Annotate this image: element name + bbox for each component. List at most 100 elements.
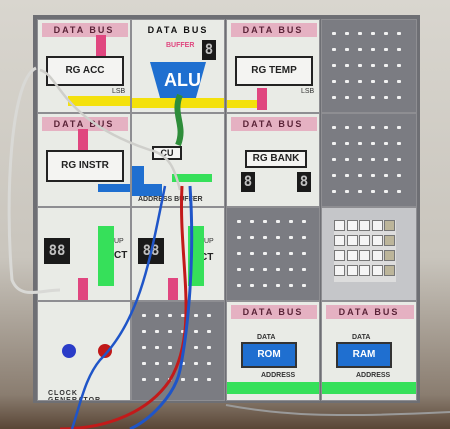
connector-hole (371, 126, 375, 129)
connector-hole (263, 220, 267, 223)
red-push-button[interactable] (98, 344, 112, 358)
keypad-key[interactable] (334, 265, 345, 276)
keypad-key[interactable] (346, 235, 358, 246)
connector-hole (358, 190, 362, 193)
connector-hole (358, 48, 362, 51)
keypad-key[interactable] (346, 220, 358, 231)
connector-hole (263, 252, 267, 255)
keypad-key[interactable] (359, 235, 370, 246)
connector-hole (207, 330, 211, 333)
keypad-key[interactable] (346, 265, 358, 276)
keypad-key[interactable] (371, 220, 383, 231)
connector-hole (332, 80, 336, 83)
connector-hole (332, 158, 336, 161)
data-bus-label: DATA BUS (242, 307, 304, 317)
green-bus (322, 382, 416, 394)
connector-hole (302, 284, 306, 287)
bus-band (42, 23, 128, 37)
connector-hole (168, 330, 172, 333)
keypad-key[interactable] (359, 265, 370, 276)
keypad-key[interactable] (359, 220, 370, 231)
connector-hole (302, 268, 306, 271)
blue-wire[interactable] (129, 185, 194, 429)
keypad-key[interactable] (334, 250, 345, 261)
counter-label: CT (200, 252, 214, 263)
connector-hole (371, 48, 375, 51)
connector-hole (358, 64, 362, 67)
connector-hole (181, 362, 185, 365)
keypad-key[interactable] (384, 220, 395, 231)
connector-hole (397, 142, 401, 145)
connector-hole (384, 190, 388, 193)
connector-hole (345, 80, 349, 83)
connector-hole (181, 378, 185, 381)
connector-hole (371, 158, 375, 161)
keypad-key[interactable] (371, 265, 383, 276)
keypad-key[interactable] (334, 235, 345, 246)
connector-hole (345, 48, 349, 51)
keypad-key[interactable] (371, 235, 383, 246)
connector-hole (168, 362, 172, 365)
grey-wire (225, 404, 450, 417)
keypad-key[interactable] (371, 250, 383, 261)
connector-hole (358, 158, 362, 161)
keypad[interactable] (334, 220, 396, 282)
data-label: DATA (352, 334, 371, 341)
connector-hole (302, 236, 306, 239)
red-wire[interactable] (59, 185, 188, 429)
connector-hole (194, 346, 198, 349)
keypad-key[interactable] (359, 250, 370, 261)
connector-hole (168, 314, 172, 317)
data-bus-label: DATA BUS (242, 119, 304, 129)
address-buffer-label: ADDRESS BUFFER (138, 196, 203, 203)
bus-band (231, 117, 317, 131)
lsb-label: LSB (301, 88, 315, 95)
bus-arrow (78, 129, 88, 151)
green-bus (98, 226, 114, 286)
data-bus-label: DATA BUS (53, 119, 115, 129)
memory-box: RAM (336, 342, 392, 368)
blank-panel (226, 207, 320, 301)
keypad-key[interactable] (346, 250, 358, 261)
cu-label: CU (160, 148, 174, 158)
connector-hole (207, 314, 211, 317)
module-rg-acc: DATA BUS RG ACC LSB (37, 19, 131, 113)
connector-hole (345, 32, 349, 35)
keypad-key[interactable] (334, 220, 345, 231)
memory-box: ROM (241, 342, 297, 368)
connector-hole (181, 314, 185, 317)
green-bus (227, 382, 319, 394)
seven-seg-display: 88 (44, 238, 70, 264)
bus-arrow (78, 278, 88, 300)
connector-hole (142, 378, 146, 381)
keypad-key[interactable] (384, 250, 395, 261)
connector-hole (250, 252, 254, 255)
connector-hole (237, 252, 241, 255)
buffer-label: BUFFER (166, 42, 195, 49)
address-label: ADDRESS (356, 372, 391, 379)
connector-hole (345, 142, 349, 145)
blue-push-button[interactable] (62, 344, 76, 358)
keypad-key[interactable] (384, 235, 395, 246)
connector-hole (276, 220, 280, 223)
keypad-key[interactable] (384, 265, 395, 276)
connector-hole (194, 378, 198, 381)
connector-hole (302, 220, 306, 223)
blue-wire[interactable] (70, 185, 167, 429)
bus-band (326, 305, 414, 319)
connector-hole (384, 96, 388, 99)
connector-hole (276, 252, 280, 255)
connector-hole (332, 64, 336, 67)
connector-hole (345, 126, 349, 129)
connector-hole (397, 32, 401, 35)
connector-hole (397, 158, 401, 161)
connector-hole (397, 190, 401, 193)
blank-panel (131, 301, 225, 401)
connector-hole (358, 142, 362, 145)
connector-hole (384, 158, 388, 161)
connector-hole (332, 126, 336, 129)
connector-hole (289, 236, 293, 239)
connector-hole (384, 174, 388, 177)
connector-hole (194, 362, 198, 365)
